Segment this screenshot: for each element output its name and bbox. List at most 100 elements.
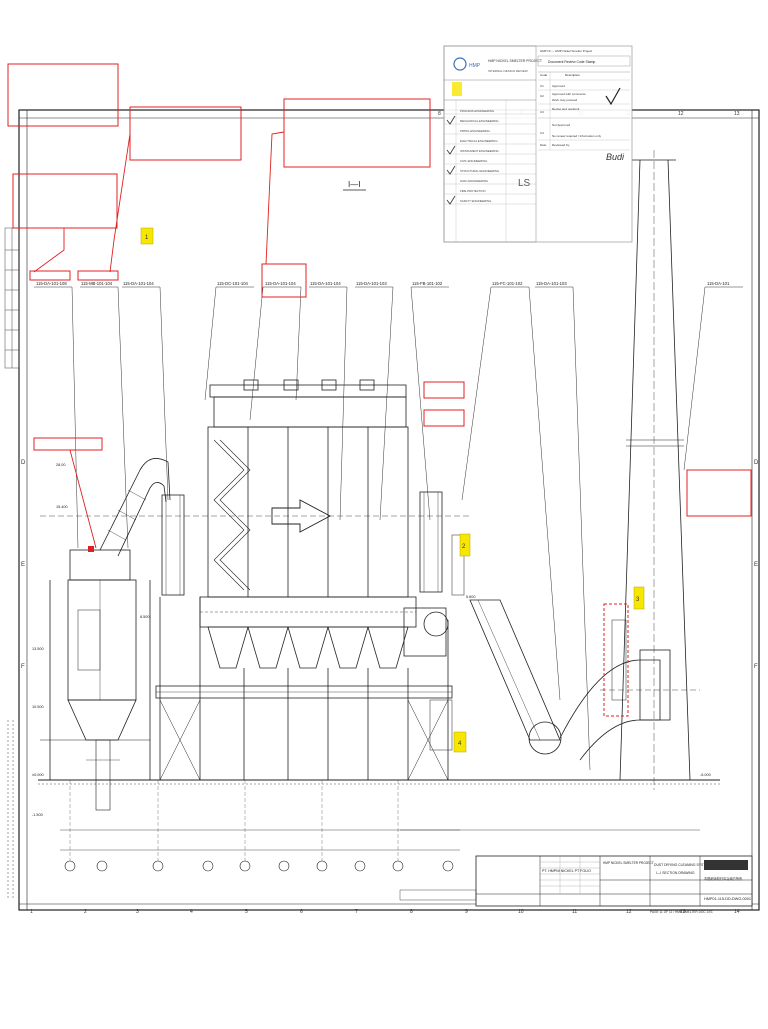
stamp-code-date: Date (540, 143, 547, 147)
markup-box-1 (7, 63, 119, 127)
inlet-duct (99, 458, 171, 557)
stamp-col-code: Code (540, 73, 548, 77)
callout-4-label: 4 (458, 741, 462, 747)
grid-number-8: 8 (438, 111, 441, 117)
company-logo-icon (704, 860, 748, 870)
grid-number-b8: 8 (410, 909, 413, 915)
elevation-label-8: -1.500 (32, 813, 43, 817)
client-label: PT. HMPNI NICKEL PT FOLIO (542, 869, 591, 873)
hmp-logo-icon (453, 57, 467, 71)
stamp-desc-2: Approved with comments (552, 92, 586, 96)
discipline-row-8: HVAC ENGINEERING (460, 179, 488, 183)
grid-number-b11: 11 (572, 909, 577, 915)
discipline-row-4: ELECTRICAL ENGINEERING (460, 139, 498, 143)
stamp-desc-1: Approved (552, 84, 565, 88)
markup-tag-2 (77, 270, 119, 281)
discipline-row-5: INSTRUMENT ENGINEERING (460, 149, 499, 153)
stamp-desc-3: Revise and resubmit (552, 107, 580, 111)
revision-strip (4, 227, 20, 900)
stamp-desc-4: Not Approved (552, 123, 571, 127)
grid-number-b9: 9 (465, 909, 468, 915)
stamp-subtitle: INTERNAL DESIGN REVIEW (488, 69, 528, 73)
grid-number-b14: 14 (734, 909, 740, 915)
markup-box-6 (423, 381, 465, 399)
stamp-heading: HMP NI — HMP Nickel Smelter Project (540, 49, 592, 53)
row-letter-f: F (21, 664, 25, 670)
stamp-code-3: C3 (540, 110, 544, 114)
sheet-note: 本图纸版权归中冶南方所有 (704, 876, 742, 881)
markup-box-3 (129, 106, 242, 161)
grid-number-b3: 3 (136, 909, 139, 915)
elevation-markers: 28.00 15.400 13.500 10.500 8.500 5.600 ±… (32, 463, 711, 817)
stamp-code-2: C2 (540, 94, 544, 98)
stamp-reviewed-by: Reviewed by: (552, 143, 570, 147)
drawing-frame (18, 109, 760, 911)
hmp-logo-text: HMP (469, 63, 481, 69)
tag-label-3: 115-DA-101-104 (123, 281, 154, 286)
stamp-code-1: C1 (540, 84, 544, 88)
tag-label-5: 115-DA-101-104 (265, 281, 296, 286)
grid-number-12: 12 (678, 111, 684, 117)
callout-2-marker (459, 533, 471, 557)
approval-checkmarks (446, 115, 456, 205)
discipline-row-10: SAFETY ENGINEERING (460, 199, 491, 203)
tag-label-11: 115-DA-101 (707, 281, 730, 286)
row-letter-d-right: D (754, 460, 759, 466)
grid-number-b12: 12 (626, 909, 632, 915)
markup-box-8 (686, 469, 752, 517)
discipline-row-6: CIVIL ENGINEERING (460, 159, 487, 163)
grid-number-b1: 1 (30, 909, 33, 915)
elevation-label-2: 15.400 (56, 505, 68, 509)
reviewer-signature: Budi (606, 152, 625, 162)
grid-number-b13: 13 (680, 909, 686, 915)
grid-number-b10: 10 (518, 909, 524, 915)
stamp-title: Document Review Code Stamp (548, 60, 595, 64)
baghouse-structure (40, 379, 470, 781)
ground-line (38, 779, 720, 831)
elevation-label-7: ±0.000 (32, 773, 44, 777)
markup-tag-1 (29, 270, 71, 281)
company-name: HMP NICKEL SMELTER PROJECT (603, 861, 654, 865)
discipline-row-9: FIRE PROTECTION (460, 189, 485, 193)
markup-box-7 (423, 409, 465, 427)
markup-box-4 (283, 98, 431, 168)
tag-label-7: 115-DA-101-103 (356, 281, 387, 286)
tag-label-2: 115-MB-101-104 (81, 281, 113, 286)
elevation-label-5: 8.500 (140, 615, 150, 619)
title-block: PT. HMPNI NICKEL PT FOLIO HMP NICKEL SME… (399, 855, 753, 914)
callout-3-label: 3 (636, 597, 640, 603)
stamp-code-4: C4 (540, 131, 544, 135)
discipline-row-1: PROCESS ENGINEERING (460, 109, 494, 113)
drawing-number: HMP01-115-DD-DWG-0001 (704, 897, 751, 901)
page-footer: PAGE 11 OF 11 / HMP SMELTER DOC 1/01 (650, 910, 713, 914)
tag-labels: 115-DA-101-108 115-MB-101-104 115-DA-101… (36, 281, 730, 286)
grid-number-b7: 7 (355, 909, 358, 915)
axis-bubbles (60, 780, 460, 872)
tag-label-4: 115-DC-101-104 (217, 281, 249, 286)
elevation-label-1: 28.00 (56, 463, 66, 467)
reviewer-initials: LS (518, 178, 531, 189)
tag-label-8: 115-FB-101-102 (412, 281, 443, 286)
tag-label-1: 115-DA-101-108 (36, 281, 67, 286)
elevation-label-6: 5.600 (466, 595, 476, 599)
discipline-row-7: STRUCTURAL ENGINEERING (460, 169, 499, 173)
fan-and-duct (403, 534, 700, 761)
callout-3-marker (633, 586, 645, 610)
red-markup (7, 63, 752, 717)
callout-1-label: 1 (145, 235, 149, 241)
markup-box-2 (12, 173, 118, 229)
row-letter-e: E (21, 562, 25, 568)
elevation-label-9: -5.000 (700, 773, 711, 777)
markup-dashed-area (603, 603, 629, 717)
section-title: I—I (348, 180, 360, 189)
tag-label-6: 115-DA-101-104 (310, 281, 341, 286)
grid-number-13: 13 (734, 111, 740, 117)
elevation-label-4: 10.500 (32, 705, 44, 709)
stamp-project-title: HMP NICKEL SMELTER PROJECT (488, 59, 542, 63)
bottom-grid-labels: 1 2 3 4 5 6 7 8 9 10 11 12 13 14 (30, 909, 740, 915)
drawing-title-line-2: I—I SECTION DRAWING (656, 871, 695, 875)
callout-4-marker (453, 731, 467, 753)
stack (611, 150, 691, 790)
review-stamp: HMP HMP NICKEL SMELTER PROJECT INTERNAL … (443, 45, 633, 243)
